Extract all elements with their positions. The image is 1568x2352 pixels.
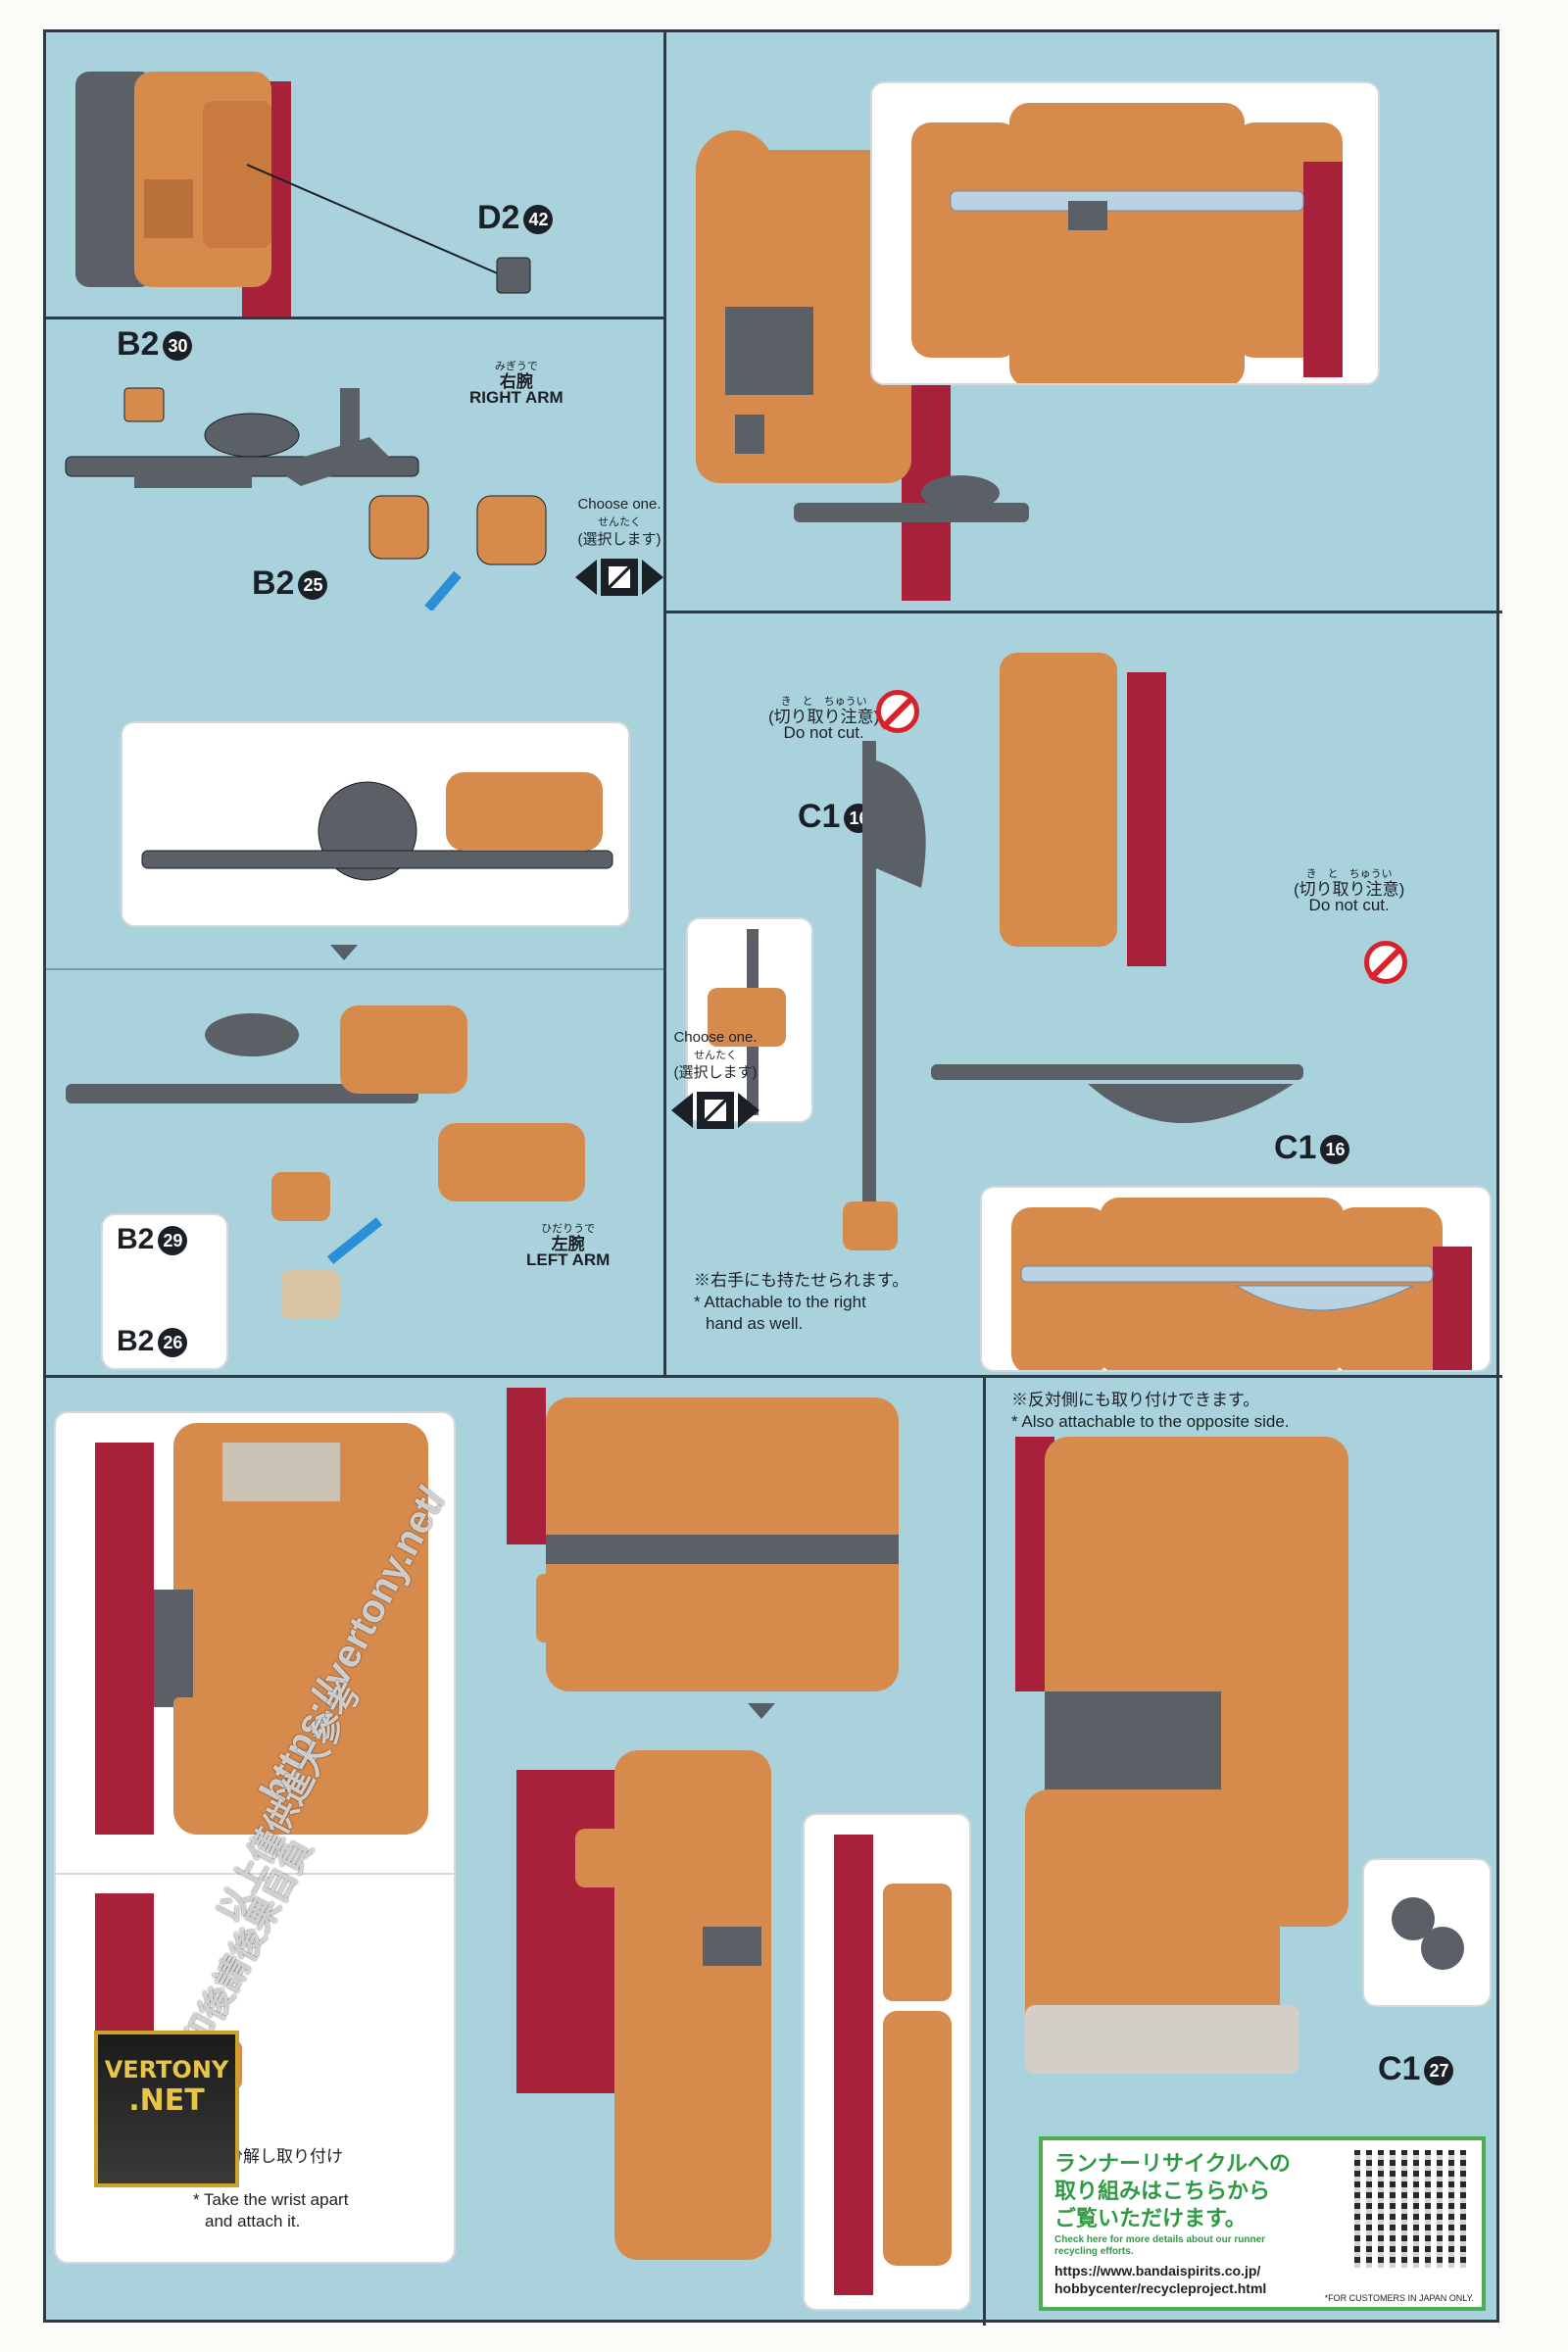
gun-left-arm-illustration	[66, 1005, 585, 1319]
thruster-illustration	[1392, 1897, 1464, 1970]
right-arm-ruby: みぎうで	[494, 361, 538, 372]
right-hand-note-en-2: hand as well.	[706, 1314, 804, 1333]
part-number: 16	[1320, 1135, 1350, 1165]
leg-illustration	[1015, 1437, 1348, 2074]
shield-back-card	[803, 1813, 971, 2311]
part-code: B2	[117, 1223, 155, 1255]
recycle-en-1: Check here for more details about our ru…	[1054, 2234, 1266, 2245]
down-arrow-icon	[330, 945, 358, 960]
waist-illustration	[507, 1388, 899, 2260]
grip-illustration	[708, 929, 786, 1115]
part-code: B2	[117, 1325, 155, 1357]
axe-result-illustration	[1011, 1198, 1472, 1370]
part-code: C1	[798, 798, 841, 835]
recycle-en-2: recycling efforts.	[1054, 2246, 1134, 2257]
gun-hold-card	[121, 721, 630, 927]
do-not-cut-jp: (切り取り注意)	[1294, 880, 1405, 899]
part-number: 42	[523, 205, 554, 235]
choose-one-indicator: Choose one. せんたく (選択します)	[666, 1029, 764, 1129]
thruster-card	[1362, 1858, 1492, 2007]
do-not-cut-en: Do not cut.	[1308, 896, 1390, 914]
part-number: 29	[158, 1226, 188, 1256]
right-arm-jp: 右腕	[499, 372, 533, 391]
left-arm-ruby: ひだりうで	[541, 1223, 596, 1235]
wrist-note-en-1: * Take the wrist apart	[193, 2190, 349, 2209]
part-code: B2	[252, 564, 295, 602]
qr-code-icon[interactable]	[1354, 2150, 1472, 2268]
left-arm-en: LEFT ARM	[526, 1250, 611, 1269]
divider	[46, 317, 663, 319]
divider	[983, 1375, 986, 2326]
divider	[46, 968, 663, 970]
swap-icon	[697, 1092, 734, 1129]
right-hand-note-jp: ※右手にも持たせられます。	[694, 1271, 909, 1290]
part-code: D2	[477, 199, 520, 236]
recycle-jp-3: ご覧いただけます。	[1054, 2206, 1247, 2230]
step-gun-mount-back	[666, 32, 1502, 611]
recycle-url-1[interactable]: https://www.bandaispirits.co.jp/	[1054, 2263, 1261, 2278]
axe-illustration	[843, 653, 1303, 1250]
recycle-jp-1: ランナーリサイクルへの	[1054, 2151, 1291, 2176]
divider	[663, 611, 666, 1375]
part-code: C1	[1274, 1129, 1317, 1166]
part-code: B2	[117, 325, 160, 363]
divider	[663, 611, 1502, 613]
step-leg-attach: ※反対側にも取り付けできます。 * Also attachable to the…	[986, 1378, 1502, 2142]
gun-hold-illustration	[141, 772, 613, 881]
right-arm-en: RIGHT ARM	[469, 388, 564, 407]
do-not-cut-jp: (切り取り注意)	[768, 708, 880, 726]
part-number: 30	[163, 331, 193, 362]
do-not-cut-en: Do not cut.	[783, 723, 864, 742]
runner-recycle-box: ランナーリサイクルへの 取り組みはこちらから ご覧いただけます。 Check h…	[1039, 2136, 1486, 2311]
hand-grip-card	[686, 917, 813, 1123]
result-card	[870, 81, 1380, 385]
swap-icon	[601, 559, 638, 596]
part-number: 26	[158, 1328, 188, 1358]
opposite-note-en: * Also attachable to the opposite side.	[1011, 1412, 1290, 1431]
no-cut-icon	[876, 690, 919, 733]
vertony-logo: VERTONY .NET	[94, 2031, 239, 2187]
recycle-url-2[interactable]: hobbycenter/recycleproject.html	[1054, 2280, 1267, 2296]
wrist-note-en-2: and attach it.	[205, 2212, 301, 2230]
part-number: 25	[298, 570, 328, 601]
recycle-footer: *FOR CUSTOMERS IN JAPAN ONLY.	[1324, 2293, 1474, 2303]
down-arrow-icon	[748, 1703, 775, 1719]
recycle-jp-2: 取り組みはこちらから	[1054, 2179, 1271, 2203]
torso-illustration	[75, 72, 531, 317]
right-hand-note-en-1: * Attachable to the right	[694, 1293, 866, 1311]
shield-back-illustration	[834, 1835, 952, 2295]
part-code: C1	[1378, 2050, 1421, 2087]
choose-one-indicator: Choose one. せんたく (選択します)	[575, 496, 663, 596]
gun-illustration	[65, 387, 547, 611]
divider	[663, 32, 666, 611]
axe-result-card	[980, 1186, 1492, 1372]
part-number: 27	[1424, 2056, 1454, 2086]
no-cut-icon	[1364, 941, 1407, 984]
left-arm-jp: 左腕	[551, 1235, 585, 1253]
divider	[46, 1375, 1502, 1378]
result-illustration	[911, 103, 1343, 383]
opposite-note-jp: ※反対側にも取り付けできます。	[1011, 1391, 1260, 1409]
